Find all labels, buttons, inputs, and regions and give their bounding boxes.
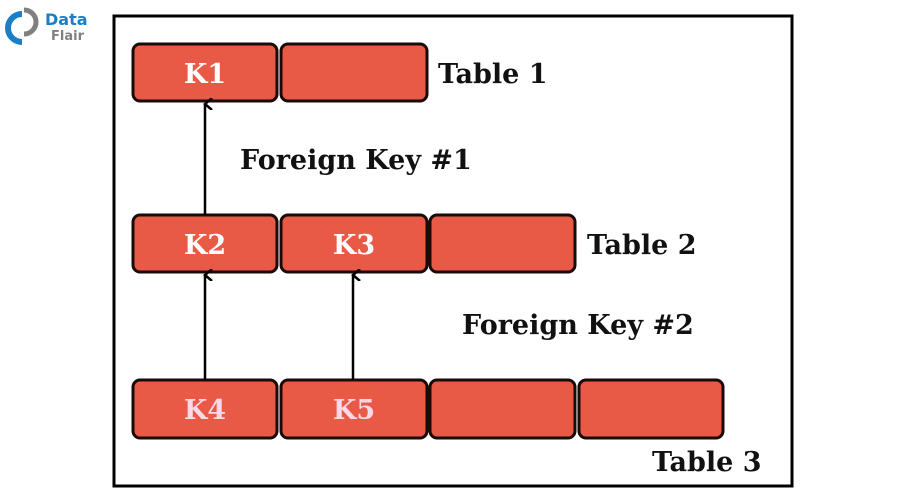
table-3-cell-4 bbox=[577, 378, 725, 440]
table-1-label: Table 1 bbox=[438, 59, 548, 90]
table-3: K4 K5 Table 3 bbox=[131, 378, 762, 478]
dataflair-logo: Data Flair bbox=[5, 7, 88, 45]
key-k3: K3 bbox=[333, 230, 375, 261]
table-3-cell-3 bbox=[428, 378, 577, 440]
diagram-frame bbox=[112, 14, 794, 488]
key-k5: K5 bbox=[333, 395, 375, 426]
table-2: K2 K3 Table 2 bbox=[131, 213, 697, 274]
foreign-key-2-label: Foreign Key #2 bbox=[462, 310, 694, 341]
key-k4: K4 bbox=[184, 395, 226, 426]
table-2-cell-3 bbox=[428, 213, 577, 274]
table-3-label: Table 3 bbox=[652, 447, 762, 478]
logo-text-flair: Flair bbox=[51, 29, 85, 44]
foreign-key-1-label: Foreign Key #1 bbox=[240, 145, 472, 176]
table-2-label: Table 2 bbox=[587, 230, 697, 261]
key-k1: K1 bbox=[184, 59, 226, 90]
key-k2: K2 bbox=[184, 230, 226, 261]
table-1-cell-2 bbox=[279, 42, 429, 103]
logo-text-data: Data bbox=[45, 10, 88, 29]
table-1: K1 Table 1 bbox=[131, 42, 548, 103]
